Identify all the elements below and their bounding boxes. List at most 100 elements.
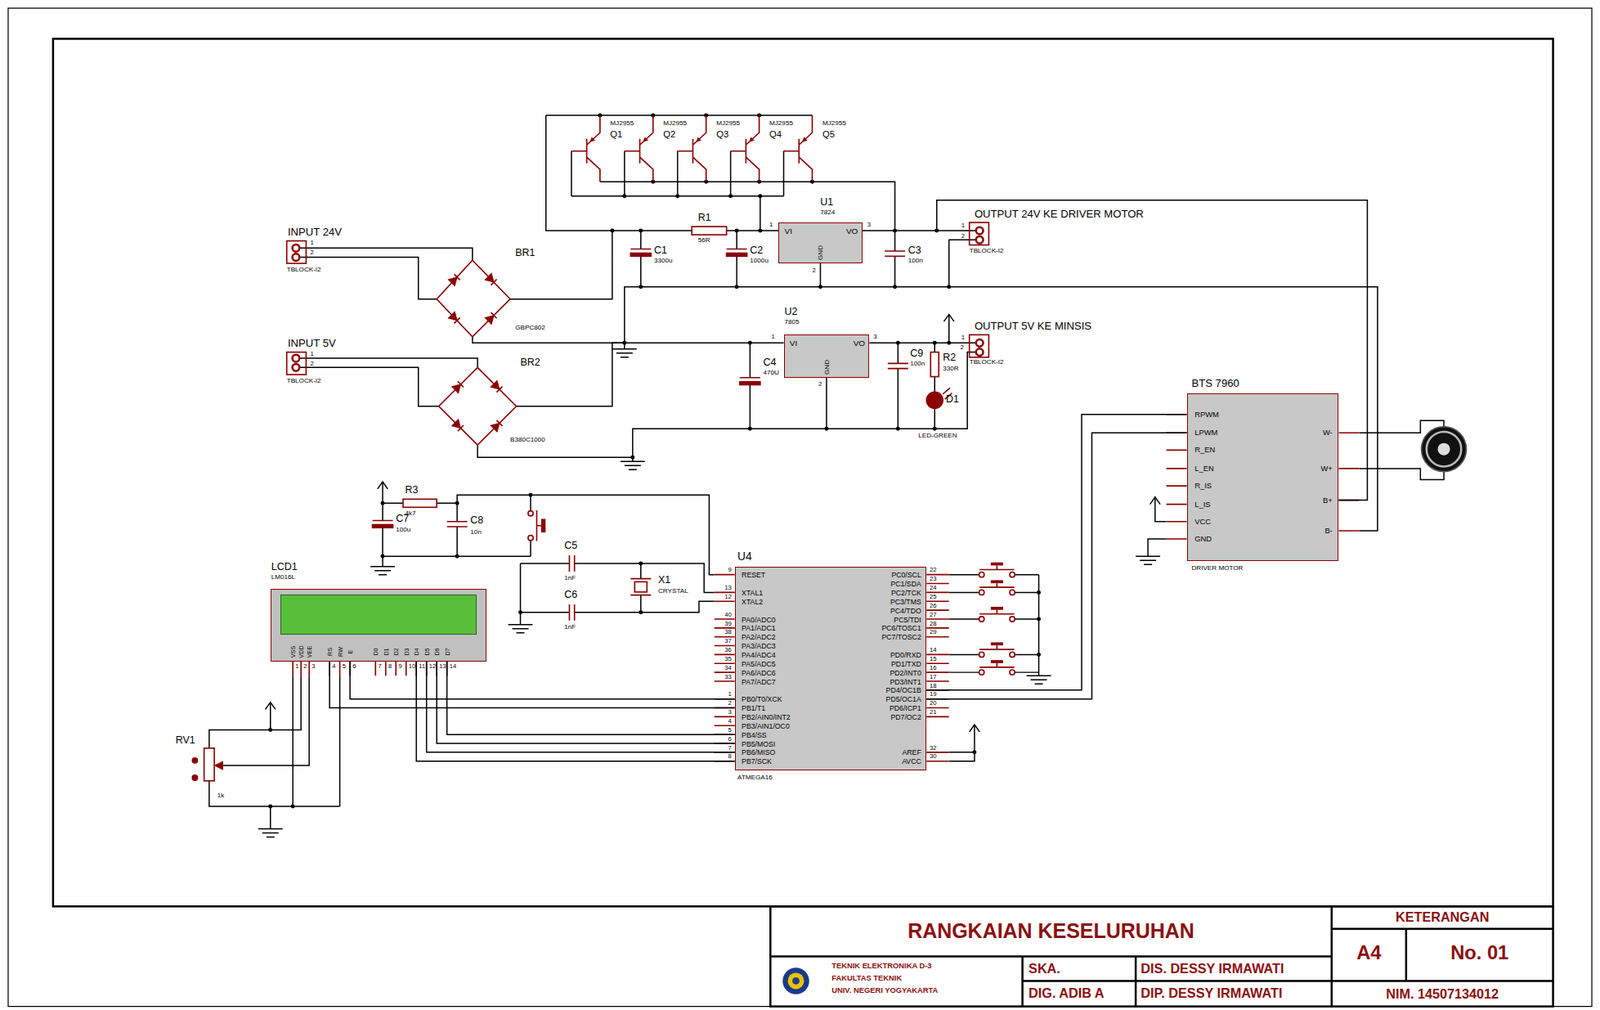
- title-block-grid: [770, 905, 1553, 1006]
- pin-name: R_EN: [1194, 446, 1215, 454]
- pin-number: 2: [818, 380, 822, 388]
- terminal-pin: [292, 354, 301, 363]
- pin-number: 25: [929, 593, 937, 601]
- wire-connector: [926, 414, 1187, 691]
- university-logo: [782, 967, 809, 994]
- pushbutton-symbol: [979, 589, 985, 595]
- pin-name: PA4/ADC4: [741, 651, 776, 659]
- part-label: LCD1: [271, 561, 298, 572]
- potentiometer-symbol: [192, 775, 198, 780]
- pin-number: 1: [309, 239, 314, 247]
- pushbutton-symbol: [990, 641, 1004, 646]
- pin-name: PA0/ADC0: [741, 616, 776, 624]
- terminal-block: [969, 334, 990, 357]
- pin-number: 4: [331, 663, 336, 669]
- transistor-arrow: [802, 136, 808, 142]
- diode-symbol: [448, 312, 461, 324]
- pin-name: PB6/MISO: [741, 748, 776, 757]
- pin-number: 10: [408, 663, 416, 669]
- pin-number: 16: [929, 664, 937, 672]
- terminal-pin: [976, 227, 984, 235]
- pin-name: VCC: [1194, 518, 1211, 526]
- pin-name: D0: [373, 648, 380, 656]
- ground-symbol: [508, 624, 534, 633]
- pin-number: 8: [388, 663, 392, 669]
- pin-number: 100n: [908, 257, 924, 265]
- component-label: R2: [942, 352, 956, 363]
- component-label: C9: [909, 348, 924, 359]
- resistor-symbol: [403, 498, 437, 507]
- title-block: [770, 905, 1553, 1006]
- terminal-block: [969, 222, 990, 245]
- lcd-module: LCD1LM016LVSSVDDVEERSRWED0D1D2D3D4D5D6D7: [270, 588, 488, 662]
- pushbutton-symbol: [542, 519, 546, 532]
- pin-name: B-: [1324, 527, 1332, 535]
- pin-name: PC4/TDO: [890, 607, 922, 615]
- pin-name: RS: [327, 647, 333, 656]
- wire-connector: [426, 661, 736, 753]
- pin-name: RESET: [741, 571, 766, 579]
- pushbutton-symbol: [528, 510, 534, 516]
- pin-number: 2: [303, 663, 307, 669]
- pin-name: W-: [1322, 429, 1333, 437]
- title-block-frame: [770, 905, 1553, 1006]
- pushbutton-symbol: [1009, 589, 1015, 595]
- terminal-pin: [976, 348, 984, 356]
- potentiometer-symbol: [215, 761, 223, 770]
- pin-number: 7: [377, 663, 381, 669]
- pin-name: D5: [424, 648, 431, 656]
- pin-number: 470U: [763, 369, 780, 377]
- pin-number: 11: [418, 663, 426, 669]
- pin-name: PD6/ICP1: [889, 704, 922, 713]
- pin-number: 1: [961, 334, 965, 341]
- crystal-symbol: [634, 581, 647, 592]
- pin-name: PC3/TMS: [890, 598, 922, 606]
- bridge-rectifier: [436, 259, 511, 337]
- potentiometer-symbol: [192, 757, 198, 763]
- capacitor-symbol: [726, 253, 748, 257]
- title-block-text: No. 01: [1450, 943, 1509, 964]
- pushbutton-symbol: [979, 669, 985, 675]
- crystal-symbol: [630, 578, 651, 596]
- component-label: OUTPUT 5V KE MINSIS: [974, 320, 1092, 332]
- pin-name: D7: [444, 648, 451, 656]
- lcd-screen: [280, 594, 477, 635]
- power-symbol: [1150, 497, 1161, 505]
- pin-name: PB0/T0/XCK: [741, 695, 782, 704]
- microcontroller-box: U4RESETXTAL1XTAL2PA0/ADC0PA1/ADC1PA2/ADC…: [735, 566, 928, 771]
- component-label: C3: [908, 245, 922, 256]
- title-block-text: DIS. DESSY IRMAWATI: [1140, 961, 1284, 975]
- power-symbol: [265, 702, 276, 710]
- motor-symbol: [1438, 443, 1451, 456]
- pin-number: 2: [309, 249, 314, 256]
- pin-name: R_IS: [1194, 482, 1212, 490]
- part-label: 7805: [784, 318, 800, 326]
- diode-symbol: [448, 273, 502, 432]
- pin-name: PA7/ADC7: [741, 678, 776, 686]
- terminal-pin: [292, 253, 301, 261]
- potentiometer-symbol: [204, 748, 215, 781]
- pin-number: 35: [724, 655, 732, 663]
- pin-number: 34: [724, 664, 732, 672]
- pin-number: 3: [311, 663, 315, 669]
- pin-number: 3: [873, 333, 877, 341]
- component-label: C6: [564, 589, 578, 600]
- pin-name: PC0/SCL: [891, 571, 921, 579]
- part-label: LM016L: [271, 573, 296, 581]
- capacitor-symbol: [630, 253, 651, 257]
- pin-number: 26: [929, 602, 937, 610]
- capacitor-symbol: [739, 381, 761, 386]
- pin-number: TBLOCK-I2: [286, 266, 322, 274]
- pin-name: PC2/TCK: [891, 589, 922, 597]
- university-logo: [788, 972, 805, 989]
- pin-name: VO: [846, 227, 858, 236]
- capacitor-symbol: [630, 249, 906, 257]
- component-label: OUTPUT 24V KE DRIVER MOTOR: [974, 208, 1144, 220]
- pin-name: VI: [784, 227, 793, 236]
- resistor-symbol: [930, 352, 939, 377]
- pin-name: PD5/OC1A: [886, 695, 922, 704]
- pin-number: 1: [728, 690, 732, 698]
- component-label: INPUT 5V: [287, 337, 337, 349]
